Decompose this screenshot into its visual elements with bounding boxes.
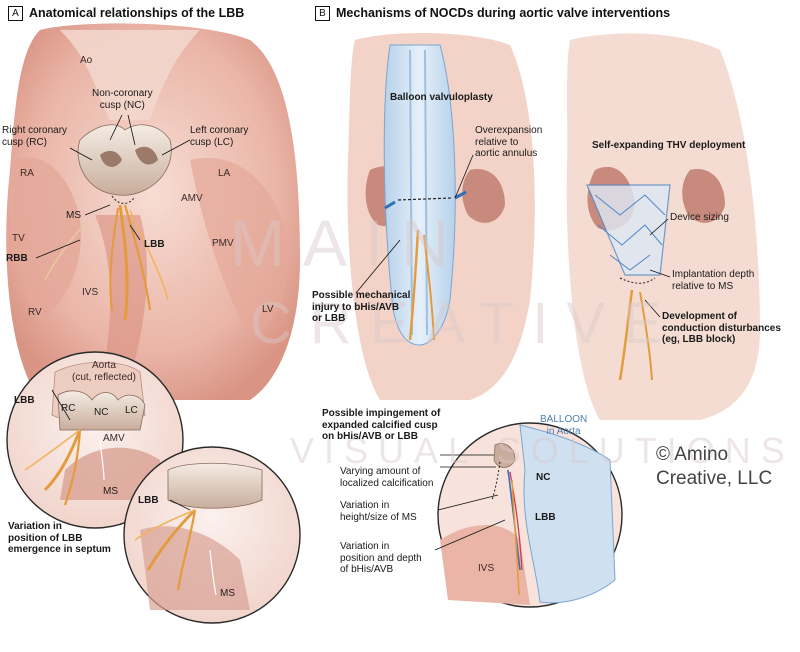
inset-label-balloon-aorta: BALLOON in Aorta	[540, 414, 588, 437]
label-rv: RV	[28, 307, 42, 318]
label-ms: MS	[66, 210, 81, 221]
inset-label-lc: LC	[125, 405, 138, 416]
inset-label-nc: NC	[536, 472, 551, 483]
label-la: LA	[218, 168, 231, 179]
panel-a-heart	[6, 23, 300, 400]
panel-a-inset-left	[6, 351, 184, 529]
label-nc: Non-coronary cusp (NC)	[92, 88, 153, 111]
leader-lines	[35, 114, 671, 551]
inset-label-rc: RC	[61, 403, 76, 414]
label-device-sizing: Device sizing	[670, 212, 729, 223]
inset-label-lbb: LBB	[535, 512, 556, 523]
inset-caption: Variation in position of LBB emergence i…	[8, 521, 111, 555]
label-pmv: PMV	[212, 238, 234, 249]
label-self-expanding: Self-expanding THV deployment	[592, 140, 746, 151]
panel-b-title: Mechanisms of NOCDs during aortic valve …	[336, 6, 671, 20]
inset-label-position: Variation in position and depth of bHis/…	[340, 541, 422, 575]
label-balloon-valvuloplasty: Balloon valvuloplasty	[390, 92, 493, 103]
label-tv: TV	[12, 233, 25, 244]
label-ra: RA	[20, 168, 34, 179]
inset-label-ivs: IVS	[478, 563, 495, 574]
inset-label-lbb2: LBB	[138, 495, 159, 506]
label-development: Development of conduction disturbances (…	[662, 311, 781, 345]
label-rbb: RBB	[6, 253, 28, 264]
panel-a-inset-right	[123, 446, 301, 624]
label-lbb: LBB	[144, 239, 165, 250]
inset-label-calcification: Varying amount of localized calcificatio…	[340, 466, 434, 489]
label-rc: Right coronary cusp (RC)	[2, 125, 68, 148]
watermark-line1: MAIN	[230, 206, 467, 280]
label-mechanical-injury: Possible mechanical injury to bHis/AVB o…	[312, 290, 411, 324]
label-lv: LV	[262, 304, 274, 315]
panel-a-letter: A	[8, 6, 23, 21]
inset-label-impingement: Possible impingement of expanded calcifi…	[322, 408, 441, 442]
panel-b-thv-heart	[566, 33, 760, 420]
label-amv: AMV	[181, 193, 203, 204]
inset-label-aorta: Aorta (cut, reflected)	[72, 360, 136, 383]
panel-a-header: A Anatomical relationships of the LBB	[8, 6, 244, 21]
inset-label-amv: AMV	[103, 433, 125, 444]
label-ao: Ao	[80, 55, 93, 66]
watermark-line2: CREATIVE	[250, 291, 680, 356]
label-ivs: IVS	[82, 287, 99, 298]
watermark-line3: VISUAL SOLUTIONS	[290, 430, 795, 471]
label-implantation-depth: Implantation depth relative to MS	[672, 269, 755, 292]
label-lc: Left coronary cusp (LC)	[190, 125, 249, 148]
panel-a-title: Anatomical relationships of the LBB	[29, 6, 245, 20]
inset-label-lbb: LBB	[14, 395, 35, 406]
panel-b-balloon-heart	[347, 33, 535, 401]
copyright: © Amino Creative, LLC	[656, 444, 773, 489]
panel-b-inset	[437, 422, 623, 608]
panel-b-header: B Mechanisms of NOCDs during aortic valve…	[315, 6, 670, 21]
inset-label-ms2: MS	[220, 588, 235, 599]
panel-b-letter: B	[315, 6, 330, 21]
inset-label-height: Variation in height/size of MS	[340, 500, 417, 523]
inset-label-nc: NC	[94, 407, 109, 418]
label-overexpansion: Overexpansion relative to aortic annulus	[475, 125, 543, 159]
inset-label-ms: MS	[103, 486, 118, 497]
